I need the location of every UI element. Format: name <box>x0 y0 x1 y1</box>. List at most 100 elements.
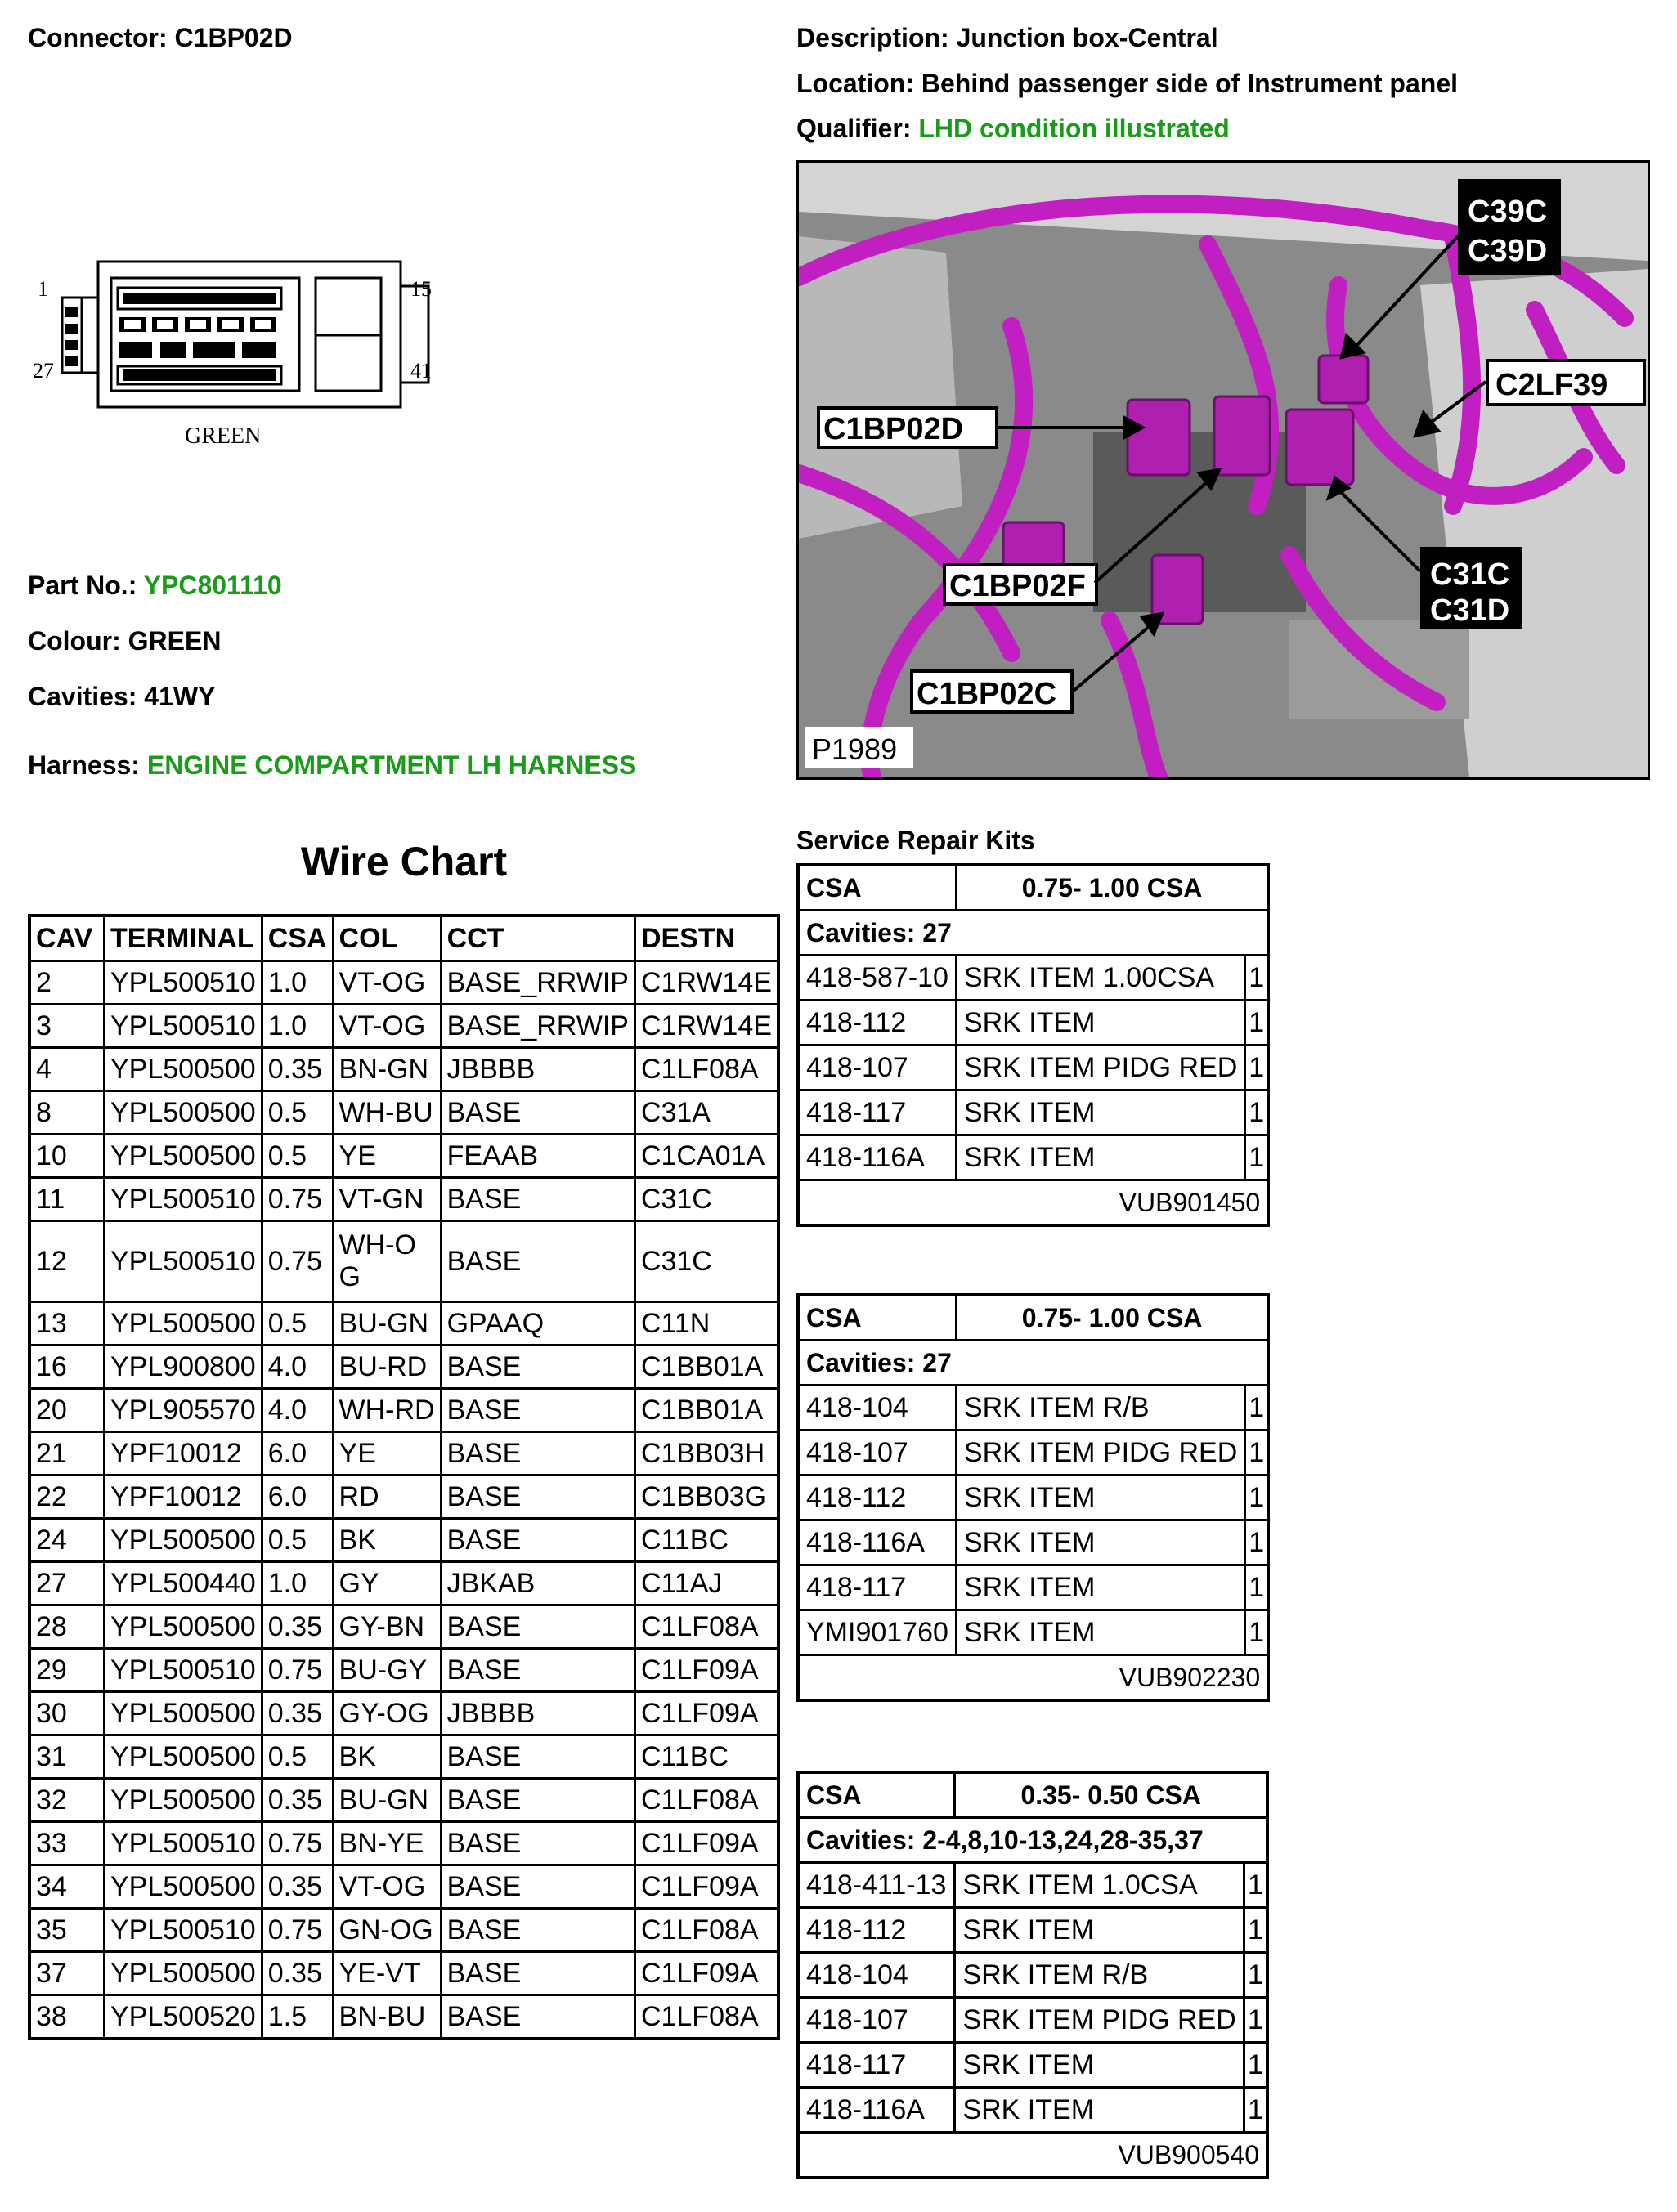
pin-label-27: 27 <box>33 359 54 383</box>
cell-csa: 1.5 <box>260 1994 334 2040</box>
cell-cct: BASE <box>439 1220 636 1303</box>
cell-destn: C1BB01A <box>633 1344 780 1390</box>
cell-col: VT-OG <box>331 960 442 1005</box>
kit-item-desc: SRK ITEM <box>954 1519 1247 1566</box>
kit-item-qty: 1 <box>1244 999 1270 1046</box>
callout-c2lf39: C2LF39 <box>1495 368 1607 402</box>
kit-item-qty: 1 <box>1242 2041 1269 2089</box>
cell-terminal: YPL500510 <box>103 1003 263 1049</box>
description-label: Description: <box>796 23 949 52</box>
location-label: Location: <box>796 69 914 98</box>
kit-csa-label: CSA <box>796 863 957 911</box>
cell-destn: C11BC <box>633 1517 780 1563</box>
kit-item-qty: 1 <box>1244 1044 1270 1091</box>
kit-item-desc: SRK ITEM R/B <box>954 1384 1247 1431</box>
kit-item-part: 418-112 <box>796 1474 957 1521</box>
cell-col: BU-GN <box>331 1301 442 1346</box>
kit-csa-range: 0.75- 1.00 CSA <box>954 1293 1270 1341</box>
cell-cav: 28 <box>28 1604 105 1650</box>
cell-cct: JBBBB <box>439 1690 636 1736</box>
cell-col: WH-BU <box>331 1090 442 1135</box>
kit-cavities: Cavities: 2-4,8,10-13,24,28-35,37 <box>796 1816 1269 1864</box>
cell-destn: C1LF08A <box>633 1046 780 1092</box>
cell-cav: 32 <box>28 1777 105 1823</box>
kit-cavities: Cavities: 27 <box>796 1339 1270 1386</box>
kit-item-qty: 1 <box>1244 1564 1270 1611</box>
cell-destn: C1LF09A <box>633 1864 780 1910</box>
kit-item-part: 418-117 <box>796 1089 957 1136</box>
cell-terminal: YPL500510 <box>103 1176 263 1222</box>
cell-cav: 2 <box>28 960 105 1005</box>
kit-item-qty: 1 <box>1244 1089 1270 1136</box>
kit-item-qty: 1 <box>1244 1474 1270 1521</box>
cell-col: BU-GY <box>331 1647 442 1693</box>
kit-footer-row: VUB902230 <box>796 1654 1270 1702</box>
kit-item-desc: SRK ITEM PIDG RED <box>953 1996 1245 2044</box>
cell-cct: JBBBB <box>439 1046 636 1092</box>
kit-item-desc: SRK ITEM <box>954 1089 1247 1136</box>
cell-cct: BASE <box>439 1474 636 1520</box>
cell-cct: BASE <box>439 1907 636 1953</box>
cell-destn: C11BC <box>633 1734 780 1780</box>
cell-col: VT-OG <box>331 1003 442 1049</box>
cell-csa: 1.0 <box>260 1003 334 1049</box>
col-terminal: TERMINAL <box>103 914 263 962</box>
cell-col: RD <box>331 1474 442 1520</box>
description-value: Junction box-Central <box>956 23 1218 52</box>
service-repair-kits-title: Service Repair Kits <box>796 826 1035 855</box>
kit-item-part: 418-587-10 <box>796 954 957 1001</box>
cavities-line: Cavities: 41WY <box>28 682 215 712</box>
cell-col: BU-GN <box>331 1777 442 1823</box>
cell-cav: 12 <box>28 1220 105 1303</box>
cell-destn: C11N <box>633 1301 780 1346</box>
kit-item-part: 418-117 <box>796 1564 957 1611</box>
cell-cct: BASE_RRWIP <box>439 960 636 1005</box>
location-photo-illustration: C39C C39D C2LF39 C1BP02D C1BP02F C31C C3… <box>799 163 1648 777</box>
qualifier-value: LHD condition illustrated <box>918 114 1230 143</box>
cell-col: BN-GN <box>331 1046 442 1092</box>
location-value: Behind passenger side of Instrument pane… <box>921 69 1458 98</box>
cell-cct: BASE <box>439 1090 636 1135</box>
connector-drawing: 1 27 15 41 GREEN <box>33 260 432 449</box>
connector-color-caption: GREEN <box>185 423 261 449</box>
cell-csa: 0.35 <box>260 1950 334 1996</box>
cell-csa: 0.75 <box>260 1220 334 1303</box>
cell-terminal: YPL500500 <box>103 1090 263 1135</box>
callout-c39c: C39C <box>1468 195 1547 229</box>
kit-csa-label: CSA <box>796 1293 957 1341</box>
cell-destn: C1RW14E <box>633 1003 780 1049</box>
kit-item-qty: 1 <box>1244 1384 1270 1431</box>
cell-terminal: YPL500510 <box>103 960 263 1005</box>
cell-cct: BASE <box>439 1820 636 1866</box>
cavities-value: 41WY <box>144 682 216 711</box>
cell-destn: C31C <box>633 1176 780 1222</box>
cell-cct: BASE <box>439 1344 636 1390</box>
cell-csa: 4.0 <box>260 1344 334 1390</box>
cell-cav: 24 <box>28 1517 105 1563</box>
cell-terminal: YPL500510 <box>103 1220 263 1303</box>
callout-c31d: C31D <box>1430 593 1509 628</box>
cell-cav: 34 <box>28 1864 105 1910</box>
cell-csa: 6.0 <box>260 1474 334 1520</box>
cell-cct: BASE <box>439 1647 636 1693</box>
kit-item-desc: SRK ITEM 1.0CSA <box>953 1861 1245 1909</box>
cell-csa: 0.75 <box>260 1647 334 1693</box>
